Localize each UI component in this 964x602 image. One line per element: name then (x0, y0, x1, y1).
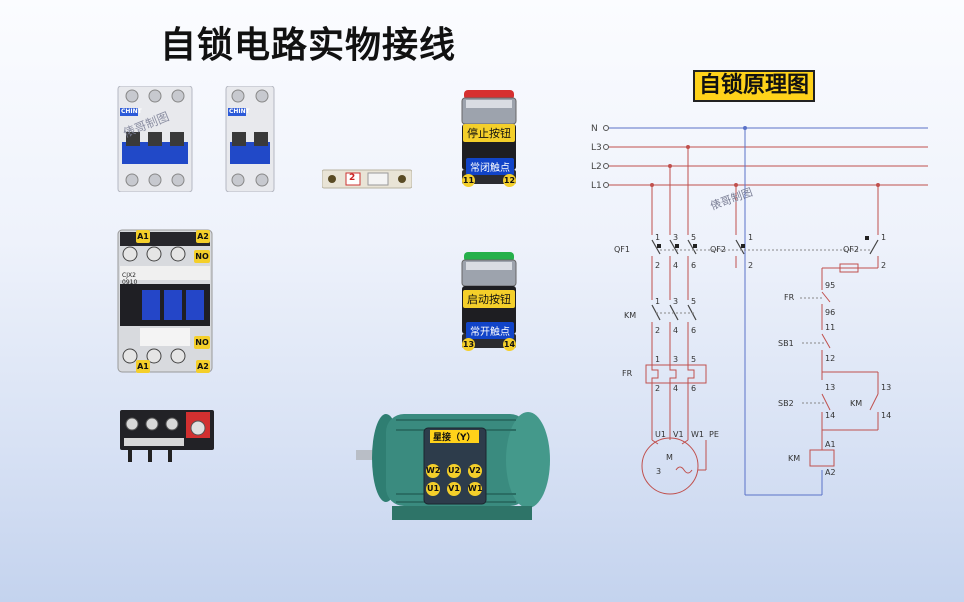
motor: 星接（Y） W2 U2 V2 U1 V1 W1 (356, 398, 556, 522)
sch-12: 12 (825, 354, 835, 363)
stop-button-label: 停止按钮 (463, 124, 515, 142)
sch-pe: PE (709, 430, 719, 439)
sch-n2c: 2 (655, 384, 660, 393)
sch-qf2-left: QF2 (710, 245, 726, 254)
fuse: 2 (321, 168, 413, 190)
contactor-no-bottom: NO (194, 336, 210, 349)
sch-qf2-n1a: 1 (748, 233, 753, 242)
motor-term-w1: W1 (468, 482, 482, 496)
motor-term-v1: V1 (447, 482, 461, 496)
sch-n5b: 5 (691, 297, 696, 306)
start-term-14: 14 (503, 338, 516, 351)
stop-contact-label: 常闭触点 (466, 158, 514, 175)
schematic-watermark: 俵哥制图 (709, 186, 755, 213)
breaker2p-brand: CHINT (229, 108, 250, 115)
contactor-no-top: NO (194, 250, 210, 263)
start-contact-label: 常开触点 (466, 322, 514, 339)
sch-14a: 14 (825, 411, 835, 420)
start-button[interactable]: 启动按钮 常开触点 13 14 (458, 250, 520, 351)
contactor-model: CJX2 0910 (122, 272, 138, 286)
sch-motor-m: M (666, 453, 673, 462)
sch-n5c: 5 (691, 355, 696, 364)
sch-14b: 14 (881, 411, 891, 420)
sch-v1: V1 (673, 430, 684, 439)
sch-km-coil: KM (788, 454, 800, 463)
sch-motor-3: 3 (656, 467, 661, 476)
sch-n1a: 1 (655, 233, 660, 242)
sch-n4a: 4 (673, 261, 678, 270)
breaker-3p: CHINT (116, 85, 194, 193)
sch-n6b: 6 (691, 326, 696, 335)
sch-n6a: 6 (691, 261, 696, 270)
schematic-title: 自锁原理图 (693, 70, 816, 102)
contactor-a1-top: A1 (136, 230, 150, 243)
sch-n1c: 1 (655, 355, 660, 364)
contactor-a2-bottom: A2 (196, 360, 210, 373)
motor-star-label: 星接（Y） (430, 430, 479, 443)
sch-qf2-right: QF2 (843, 245, 859, 254)
stop-term-12: 12 (503, 174, 516, 187)
sch-n3b: 3 (673, 297, 678, 306)
thermal-relay (118, 404, 216, 464)
breaker-2p: CHINT (224, 85, 276, 193)
sch-qf1: QF1 (614, 245, 630, 254)
sch-qf2-n1b: 1 (881, 233, 886, 242)
sch-km-aux: KM (850, 399, 862, 408)
sch-n4b: 4 (673, 326, 678, 335)
contactor: A1 A2 NO CJX2 0910 NO A1 A2 (116, 226, 214, 376)
stop-button[interactable]: 停止按钮 常闭触点 11 12 (458, 88, 520, 187)
motor-term-u1: U1 (426, 482, 440, 496)
sch-n3c: 3 (673, 355, 678, 364)
start-term-13: 13 (462, 338, 475, 351)
sch-11: 11 (825, 323, 835, 332)
sch-w1: W1 (691, 430, 704, 439)
bus-label-l2: L2 (591, 162, 602, 172)
sch-a1: A1 (825, 440, 836, 449)
bus-label-n: N (591, 124, 598, 134)
sch-n2a: 2 (655, 261, 660, 270)
motor-term-u2: U2 (447, 464, 461, 478)
sch-n6c: 6 (691, 384, 696, 393)
sch-u1: U1 (655, 430, 666, 439)
motor-term-w2: W2 (426, 464, 440, 478)
bus-label-l3: L3 (591, 143, 602, 153)
sch-qf2-n2b: 2 (881, 261, 886, 270)
sch-fr-ctrl: FR (784, 293, 795, 302)
start-button-label: 启动按钮 (463, 290, 515, 308)
sch-n1b: 1 (655, 297, 660, 306)
sch-fr-main: FR (622, 369, 633, 378)
sch-n2b: 2 (655, 326, 660, 335)
sch-13b: 13 (881, 383, 891, 392)
sch-qf2-n2a: 2 (748, 261, 753, 270)
fuse-label: 2 (349, 173, 356, 183)
sch-13a: 13 (825, 383, 835, 392)
sch-n4c: 4 (673, 384, 678, 393)
contactor-a1-bottom: A1 (136, 360, 150, 373)
sch-sb2: SB2 (778, 399, 794, 408)
sch-sb1: SB1 (778, 339, 794, 348)
sch-n5a: 5 (691, 233, 696, 242)
motor-term-v2: V2 (468, 464, 482, 478)
sch-km-main: KM (624, 311, 636, 320)
page-title: 自锁电路实物接线 (160, 25, 457, 66)
sch-96: 96 (825, 308, 835, 317)
contactor-a2-top: A2 (196, 230, 210, 243)
breaker3p-brand: CHINT (121, 108, 142, 115)
sch-a2: A2 (825, 468, 836, 477)
bus-label-l1: L1 (591, 181, 602, 191)
stop-term-11: 11 (462, 174, 475, 187)
sch-95: 95 (825, 281, 835, 290)
sch-n3a: 3 (673, 233, 678, 242)
